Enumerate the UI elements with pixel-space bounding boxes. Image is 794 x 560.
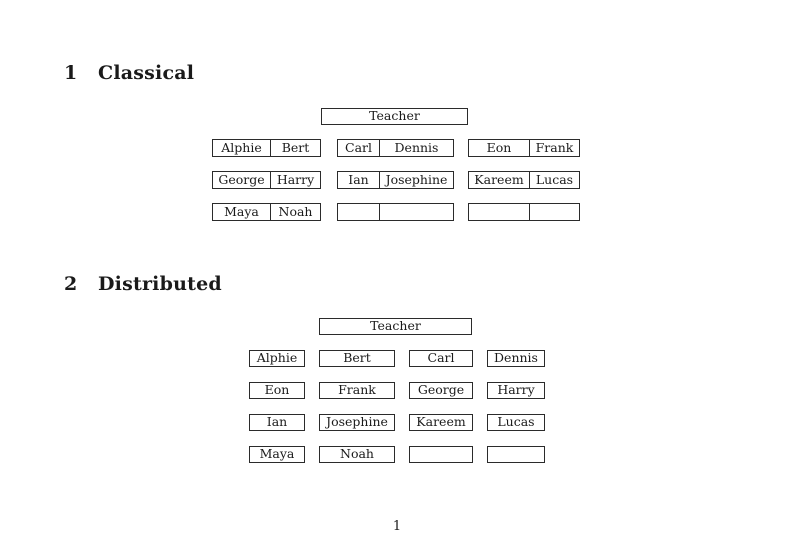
desk-box-empty: [468, 203, 580, 221]
seat-label: Alphie: [256, 350, 298, 366]
section-title: Classical: [98, 62, 195, 84]
seat-cell: George: [213, 172, 271, 188]
seat-label: Noah: [340, 446, 374, 462]
seat-cell: Harry: [276, 171, 315, 187]
seat-label: Eon: [264, 382, 290, 398]
desk-box: Carl Dennis: [337, 139, 454, 157]
seat-box: Alphie: [249, 350, 305, 367]
desk-box-empty: [337, 203, 454, 221]
seat-cell: Ian: [338, 172, 380, 188]
section-heading-distributed: 2 Distributed: [64, 273, 222, 295]
seat-cell: Noah: [278, 203, 313, 219]
seat-label: Bert: [343, 350, 371, 366]
seat-label: Kareem: [416, 414, 466, 430]
seat-cell: [380, 204, 453, 220]
seat-box: Carl: [409, 350, 473, 367]
seat-label: Harry: [497, 382, 535, 398]
teacher-box-classical: Teacher: [321, 108, 468, 125]
seat-box: Frank: [319, 382, 395, 399]
seat-box: George: [409, 382, 473, 399]
desk-box: George Harry: [212, 171, 321, 189]
desk-box: Alphie Bert: [212, 139, 321, 157]
teacher-box-distributed: Teacher: [319, 318, 472, 335]
seat-box: Josephine: [319, 414, 395, 431]
section-number: 1: [64, 62, 78, 84]
teacher-label: Teacher: [370, 318, 421, 334]
teacher-label: Teacher: [369, 108, 420, 124]
seat-cell: Maya: [213, 204, 271, 220]
seat-box: Kareem: [409, 414, 473, 431]
section-title: Distributed: [98, 273, 222, 295]
seat-label: Carl: [427, 350, 455, 366]
seat-label: George: [417, 382, 465, 398]
seat-box: Noah: [319, 446, 395, 463]
seat-cell: Lucas: [535, 171, 574, 187]
seat-cell: Kareem: [469, 172, 530, 188]
seat-label: Dennis: [494, 350, 538, 366]
desk-box: Kareem Lucas: [468, 171, 580, 189]
seat-box-empty: [487, 446, 545, 463]
seat-cell: Bert: [281, 139, 310, 155]
seat-label: Lucas: [497, 414, 535, 430]
seat-cell: [469, 204, 530, 220]
section-number: 2: [64, 273, 78, 295]
seat-cell: Frank: [535, 139, 574, 155]
seat-label: Ian: [266, 414, 288, 430]
seat-box: Eon: [249, 382, 305, 399]
page-number: 1: [392, 519, 402, 534]
seat-cell: Alphie: [213, 140, 271, 156]
seat-box: Bert: [319, 350, 395, 367]
seat-cell: Dennis: [394, 139, 439, 155]
seat-cell: Eon: [469, 140, 530, 156]
seat-box: Lucas: [487, 414, 545, 431]
section-heading-classical: 1 Classical: [64, 62, 194, 84]
seat-label: Frank: [338, 382, 376, 398]
desk-box: Maya Noah: [212, 203, 321, 221]
seat-box: Maya: [249, 446, 305, 463]
seat-cell: [530, 204, 579, 220]
seat-box: Dennis: [487, 350, 545, 367]
seat-cell: Carl: [338, 140, 380, 156]
seat-label: Josephine: [326, 414, 388, 430]
desk-box: Eon Frank: [468, 139, 580, 157]
seat-cell: Josephine: [385, 171, 448, 187]
seat-box: Ian: [249, 414, 305, 431]
seat-cell: [338, 204, 380, 220]
seat-box: Harry: [487, 382, 545, 399]
seat-box-empty: [409, 446, 473, 463]
desk-box: Ian Josephine: [337, 171, 454, 189]
seat-label: Maya: [259, 446, 295, 462]
